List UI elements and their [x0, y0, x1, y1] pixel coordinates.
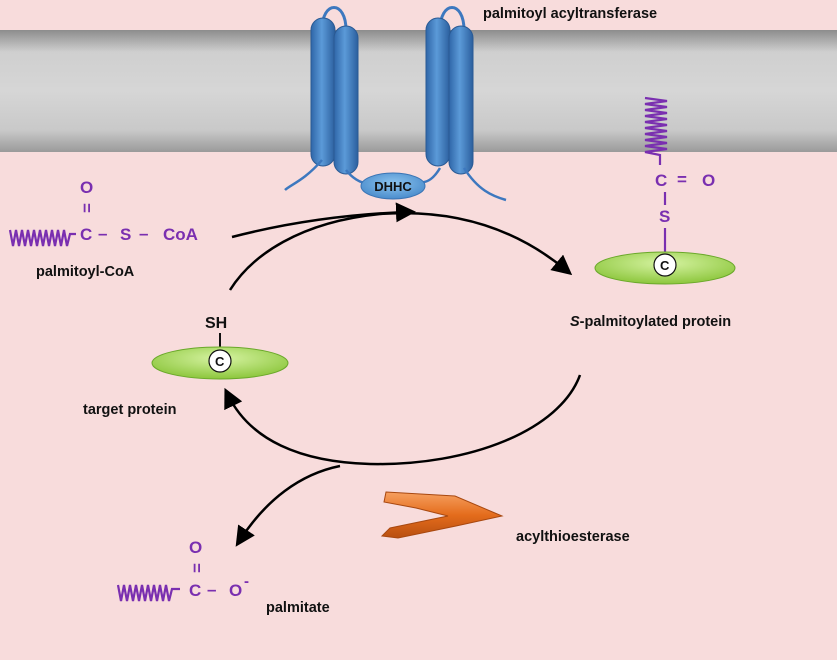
cysteine-label: C: [215, 354, 225, 369]
helix: [448, 25, 474, 175]
arrow-coa-to-dhhc: [231, 202, 416, 239]
coa-coa: CoA: [163, 225, 198, 244]
helix: [310, 17, 336, 167]
target-protein: SH C: [151, 315, 289, 380]
helix-tail-right: [462, 167, 507, 202]
palm-carbon: C: [655, 171, 667, 190]
helix-tail-left: [284, 159, 323, 191]
palmitate-anion: O: [229, 581, 242, 600]
coa-bond-2: –: [139, 224, 148, 243]
target-sh: SH: [205, 315, 227, 332]
target-protein-label: target protein: [83, 402, 176, 418]
palmitoyl-coa-molecule: O = C – S – CoA: [8, 178, 198, 247]
coa-bond-1: –: [98, 224, 107, 243]
acylthioesterase-enzyme: [380, 491, 504, 539]
reaction-arrows: [224, 202, 582, 547]
arrow-to-palmitate: [235, 464, 341, 547]
coa-carbon: C: [80, 225, 92, 244]
palm-sulfur: S: [659, 207, 670, 226]
s-palmitoylated-rest: -palmitoylated protein: [580, 314, 731, 330]
palm-double-bond: =: [677, 170, 687, 189]
acyl-chain-zigzag: [116, 584, 180, 602]
coa-sulfur: S: [120, 225, 131, 244]
coa-oxygen: O: [80, 178, 93, 197]
helix: [333, 25, 359, 175]
s-palmitoylated-label: S-palmitoylated protein: [570, 314, 731, 330]
palmitate-oxygen: O: [189, 538, 202, 557]
acyltransferase-helices: [284, 6, 507, 202]
palmitate-double-bond: =: [187, 563, 206, 573]
cysteine-label: C: [660, 258, 670, 273]
palmitoyl-coa-label: palmitoyl-CoA: [36, 264, 135, 280]
membrane-bilayer: [0, 30, 837, 152]
acyl-chain-zigzag: [8, 229, 76, 247]
arrow-target-to-dhhc: [228, 211, 573, 291]
dhhc-label: DHHC: [374, 179, 412, 194]
s-italic: S: [570, 314, 580, 330]
helix: [425, 17, 451, 167]
arrow-depalmitoylation: [224, 374, 582, 466]
palmitate-carbon: C: [189, 581, 201, 600]
acyltransferase-label: palmitoyl acyltransferase: [483, 6, 657, 22]
palm-oxygen: O: [702, 171, 715, 190]
cysteine-marker: [208, 349, 232, 373]
cysteine-marker: [653, 253, 677, 277]
palmitate-label: palmitate: [266, 600, 330, 616]
palmitate-charge: -: [244, 573, 249, 590]
s-palmitoylated-protein: C = O S C: [594, 96, 736, 285]
palmitate-molecule: O = C – O -: [116, 538, 249, 602]
dhhc-domain: [360, 172, 426, 200]
palmitate-bond: –: [207, 580, 216, 599]
acyl-chain-vertical: [644, 96, 668, 165]
coa-double-bond: =: [77, 203, 96, 213]
acylthioesterase-label: acylthioesterase: [516, 529, 630, 545]
